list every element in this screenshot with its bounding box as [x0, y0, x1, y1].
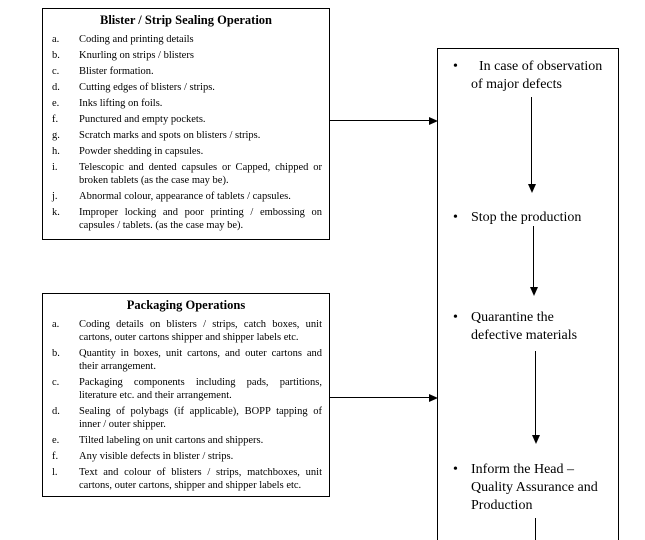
item-label: f.	[52, 451, 59, 462]
packaging-box-title: Packaging Operations	[126, 298, 246, 312]
item-text: Knurling on strips / blisters	[79, 50, 194, 61]
flow-step-inform-head: • Inform the Head – Quality Assurance an…	[438, 461, 618, 515]
arrow-shaft	[530, 97, 533, 184]
item-label: l.	[52, 467, 58, 478]
item-text: Sealing of polybags (if applicable), BOP…	[79, 406, 322, 430]
item-label: b.	[52, 50, 60, 61]
bullet-icon: •	[453, 310, 458, 325]
right-arrowhead-icon	[429, 116, 438, 125]
down-arrow-icon	[529, 226, 538, 296]
item-label: f.	[52, 114, 59, 125]
item-text: Tilted labeling on unit cartons and ship…	[79, 435, 264, 446]
down-arrowhead-icon	[527, 184, 536, 193]
item-text: Text and colour of blisters / strips, ma…	[79, 467, 322, 491]
arrow-shaft	[534, 518, 537, 540]
item-label: k.	[52, 207, 60, 218]
list-item-blister-i: i. Telescopic and dented capsules or Capp…	[43, 161, 329, 187]
down-arrow-icon	[531, 351, 540, 444]
item-label: e.	[52, 435, 60, 446]
down-arrowhead-icon	[531, 435, 540, 444]
list-item-blister-a: a. Coding and printing details	[43, 33, 329, 46]
arrow-shaft	[534, 351, 537, 435]
bullet-icon: •	[453, 59, 458, 74]
list-item-packaging-f: f. Any visible defects in blister / strip…	[43, 450, 329, 463]
step-text: Inform the Head – Quality Assurance and …	[471, 462, 598, 513]
list-item-blister-b: b. Knurling on strips / blisters	[43, 49, 329, 62]
item-text: Punctured and empty pockets.	[79, 114, 206, 125]
list-item-blister-c: c. Blister formation.	[43, 65, 329, 78]
item-label: i.	[52, 162, 58, 173]
packaging-item-list: a. Coding details on blisters / strips, c…	[43, 318, 329, 492]
step-text: In case of observation of major defects	[471, 59, 603, 92]
list-item-packaging-e: e. Tilted labeling on unit cartons and sh…	[43, 434, 329, 447]
item-label: d.	[52, 406, 60, 417]
defect-actions-box: • In case of observation of major defect…	[437, 48, 619, 540]
blister-to-flow-arrow-icon	[330, 116, 438, 125]
item-label: a.	[52, 34, 60, 45]
item-label: b.	[52, 348, 60, 359]
list-item-blister-e: e. Inks lifting on foils.	[43, 97, 329, 110]
list-item-packaging-a: a. Coding details on blisters / strips, c…	[43, 318, 329, 344]
down-line-clipped	[531, 518, 540, 540]
item-text: Improper locking and poor printing / emb…	[79, 207, 322, 231]
list-item-blister-g: g. Scratch marks and spots on blisters / …	[43, 129, 329, 142]
item-label: j.	[52, 191, 58, 202]
flow-step-stop-production: • Stop the production	[438, 209, 618, 227]
list-item-blister-k: k. Improper locking and poor printing / e…	[43, 206, 329, 232]
packaging-to-flow-arrow-icon	[330, 393, 438, 402]
item-text: Coding and printing details	[79, 34, 194, 45]
list-item-blister-d: d. Cutting edges of blisters / strips.	[43, 81, 329, 94]
item-text: Powder shedding in capsules.	[79, 146, 204, 157]
item-label: c.	[52, 377, 60, 388]
arrow-shaft	[532, 226, 535, 287]
bullet-icon: •	[453, 462, 458, 477]
item-label: e.	[52, 98, 60, 109]
item-text: Any visible defects in blister / strips.	[79, 451, 234, 462]
list-item-packaging-c: c. Packaging components including pads, p…	[43, 376, 329, 402]
blister-item-list: a. Coding and printing details b. Knurling…	[43, 33, 329, 232]
arrow-shaft	[330, 119, 429, 122]
item-text: Abnormal colour, appearance of tablets /…	[79, 191, 291, 202]
flow-step-quarantine: • Quarantine the defective materials	[438, 309, 618, 345]
item-text: Coding details on blisters / strips, cat…	[79, 319, 322, 343]
item-label: g.	[52, 130, 60, 141]
list-item-packaging-l: l. Text and colour of blisters / strips, …	[43, 466, 329, 492]
item-label: d.	[52, 82, 60, 93]
list-item-blister-h: h. Powder shedding in capsules.	[43, 145, 329, 158]
right-arrowhead-icon	[429, 393, 438, 402]
flow-step-observation: • In case of observation of major defect…	[438, 58, 618, 94]
list-item-packaging-d: d. Sealing of polybags (if applicable), B…	[43, 405, 329, 431]
blister-sealing-box: Blister / Strip Sealing Operation a. Codi…	[42, 8, 330, 240]
down-arrow-icon	[527, 97, 536, 193]
item-text: Cutting edges of blisters / strips.	[79, 82, 215, 93]
packaging-operations-box: Packaging Operations a. Coding details on…	[42, 293, 330, 497]
item-label: a.	[52, 319, 60, 330]
item-text: Blister formation.	[79, 66, 154, 77]
list-item-blister-j: j. Abnormal colour, appearance of tablets…	[43, 190, 329, 203]
step-text: Quarantine the defective materials	[471, 310, 578, 343]
item-text: Scratch marks and spots on blisters / st…	[79, 130, 261, 141]
item-label: h.	[52, 146, 60, 157]
arrow-shaft	[330, 396, 429, 399]
item-text: Inks lifting on foils.	[79, 98, 163, 109]
down-arrowhead-icon	[529, 287, 538, 296]
item-text: Quantity in boxes, unit cartons, and out…	[79, 348, 322, 372]
list-item-packaging-b: b. Quantity in boxes, unit cartons, and o…	[43, 347, 329, 373]
item-label: c.	[52, 66, 60, 77]
list-item-blister-f: f. Punctured and empty pockets.	[43, 113, 329, 126]
item-text: Telescopic and dented capsules or Capped…	[79, 162, 322, 186]
step-text: Stop the production	[471, 210, 582, 225]
bullet-icon: •	[453, 210, 458, 225]
item-text: Packaging components including pads, par…	[79, 377, 322, 401]
blister-box-title: Blister / Strip Sealing Operation	[100, 13, 272, 27]
